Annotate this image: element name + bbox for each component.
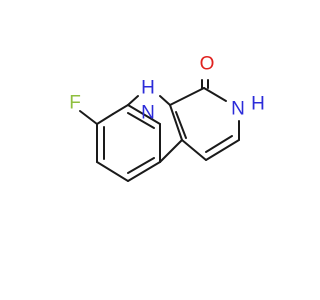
bond-c7a-c7a-inner — [127, 112, 155, 129]
bond-c3-c4 — [205, 139, 240, 161]
atom-label-nitrogen-9: N — [141, 103, 155, 124]
bond-c4-c4b — [181, 139, 207, 161]
bond-c9a-c1 — [169, 87, 205, 106]
atom-label-oxygen: O — [200, 54, 215, 75]
molecule-diagram: F N H O N H — [69, 54, 265, 182]
structure-canvas: F N H O N H — [69, 54, 265, 182]
bond-c8a-n9 — [127, 95, 139, 106]
atom-label-fluorine: F — [69, 93, 81, 114]
bond-c8-f — [79, 110, 98, 125]
bond-c3-c4-inner — [205, 135, 233, 153]
atom-labels: F N H O N H — [69, 54, 265, 124]
bond-n9-c9a — [159, 95, 171, 106]
bond-c4b-c4a — [159, 139, 183, 163]
bond-c7-c6 — [96, 161, 129, 182]
bond-c4a-c7a — [127, 104, 161, 125]
bond-c9a-c4b — [169, 104, 183, 141]
bond-c7a-c8 — [96, 113, 114, 125]
atom-label-nitrogen-2: N — [231, 99, 245, 120]
bond-c7a-c8a — [112, 104, 129, 115]
bonds — [79, 79, 240, 182]
bond-c9a-c4b-inner — [175, 111, 187, 139]
bond-c6-c5 — [127, 161, 161, 182]
atom-label-hydrogen-9: H — [141, 78, 155, 99]
bond-c1-n2 — [203, 87, 227, 102]
bond-c6-c5-inner — [127, 157, 155, 174]
atom-label-hydrogen-2: H — [251, 94, 265, 115]
